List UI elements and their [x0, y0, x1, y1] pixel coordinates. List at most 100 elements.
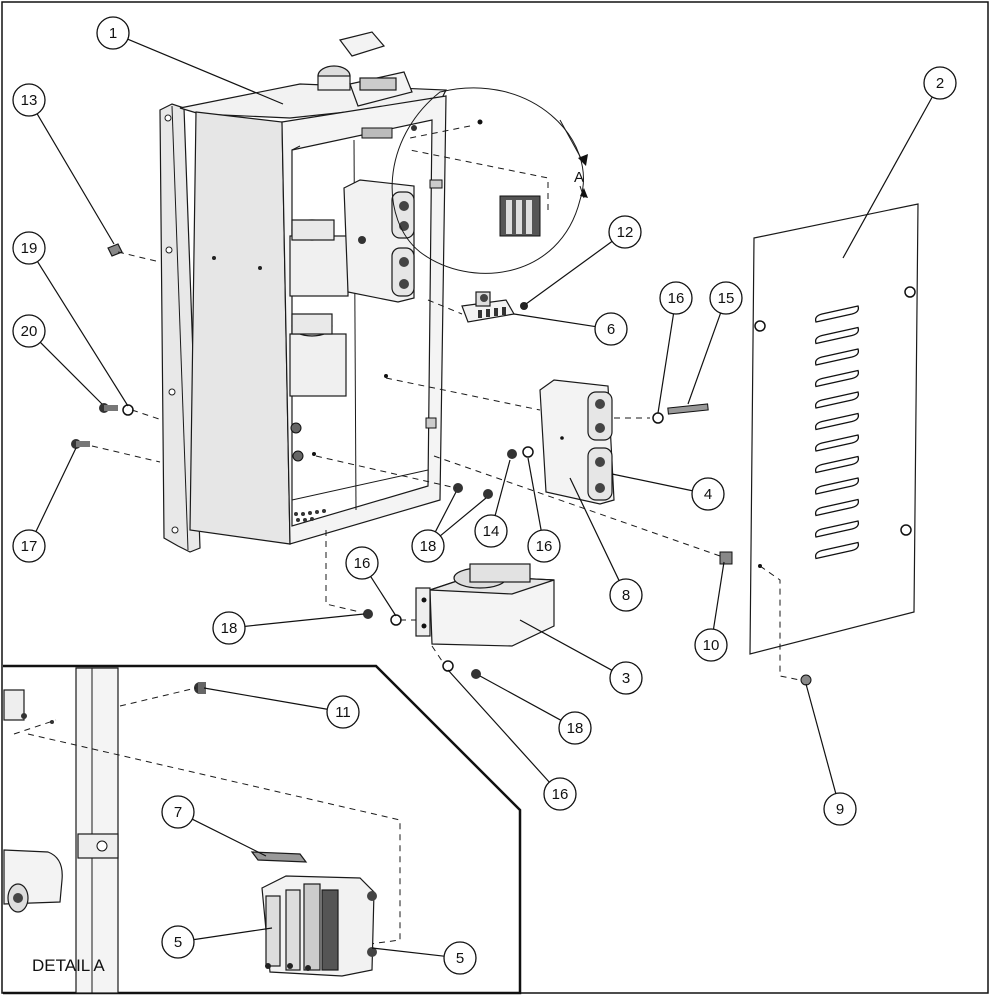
- callout-c2: 2: [923, 66, 957, 100]
- detail-a-border: [3, 664, 522, 995]
- callout-c10: 10: [694, 628, 728, 662]
- callout-c20: 20: [12, 314, 46, 348]
- callout-leader-c11: [203, 687, 328, 710]
- callout-leader-c16b: [527, 457, 542, 531]
- callout-leader-c16c: [370, 576, 397, 617]
- callout-number: 19: [21, 240, 38, 257]
- callout-number: 20: [21, 323, 38, 340]
- callout-c18b: 18: [212, 611, 246, 645]
- callout-circle: [558, 711, 592, 745]
- callout-leaders: [35, 38, 933, 957]
- callout-leader-c18a-b: [439, 497, 487, 537]
- upper-transformer: [289, 219, 349, 297]
- callout-circle: [694, 628, 728, 662]
- detail-a-view-circle: A: [391, 87, 588, 274]
- callout-number: 12: [617, 224, 634, 241]
- terminal-block: [461, 291, 515, 323]
- callout-number: 5: [174, 934, 182, 951]
- louver-slot: [814, 348, 860, 366]
- callout-number: 13: [21, 92, 38, 109]
- callout-number: 10: [703, 637, 720, 654]
- callout-c16a: 16: [659, 281, 693, 315]
- callout-c17: 17: [12, 529, 46, 563]
- callout-circle: [709, 281, 743, 315]
- callout-number: 15: [718, 290, 735, 307]
- callout-circle: [212, 611, 246, 645]
- louver-slot: [814, 305, 860, 323]
- callout-c16c: 16: [345, 546, 379, 580]
- callout-circle: [691, 477, 725, 511]
- mounted-breaker-block: [343, 179, 415, 303]
- callout-circle: [823, 792, 857, 826]
- louver-slot: [814, 369, 860, 388]
- callout-circle: [411, 529, 445, 563]
- callout-circle: [12, 314, 46, 348]
- callout-c7: 7: [161, 795, 195, 829]
- callout-c4: 4: [691, 477, 725, 511]
- callout-c5b: 5: [443, 941, 477, 975]
- detail-breaker-block: [261, 875, 377, 977]
- louver-slot: [814, 326, 860, 345]
- callout-leader-c8: [569, 477, 620, 581]
- callout-circle: [12, 83, 46, 117]
- callout-leader-c15: [687, 312, 722, 405]
- louver-slot: [814, 498, 860, 517]
- callout-number: 16: [536, 538, 553, 555]
- callout-number: 16: [552, 786, 569, 803]
- callout-number: 18: [567, 720, 584, 737]
- louver-slot: [814, 477, 860, 495]
- callout-leader-c2: [842, 96, 933, 259]
- callout-number: 6: [607, 321, 615, 338]
- enclosure-assembly: [159, 31, 447, 553]
- callout-leader-c5a: [193, 927, 273, 941]
- callout-c16b: 16: [527, 529, 561, 563]
- callout-circle: [474, 514, 508, 548]
- louver-slot: [814, 455, 860, 474]
- callout-c18c: 18: [558, 711, 592, 745]
- callout-number: 7: [174, 804, 182, 821]
- callout-leader-c19: [36, 261, 129, 407]
- louver-slot: [814, 391, 860, 409]
- callout-circle: [543, 777, 577, 811]
- callout-circle: [527, 529, 561, 563]
- callout-number: 9: [836, 801, 844, 818]
- callout-c6: 6: [594, 312, 628, 346]
- callout-c5a: 5: [161, 925, 195, 959]
- callout-c13: 13: [12, 83, 46, 117]
- callout-number: 1: [109, 25, 117, 42]
- louver-slot: [814, 434, 860, 452]
- callout-circle: [443, 941, 477, 975]
- callout-number: 16: [354, 555, 371, 572]
- callout-c11: 11: [326, 695, 360, 729]
- callout-number: 8: [622, 587, 630, 604]
- callout-c1: 1: [96, 16, 130, 50]
- callout-circle: [923, 66, 957, 100]
- callout-circle: [96, 16, 130, 50]
- callout-number: 17: [21, 538, 38, 555]
- callout-circle: [326, 695, 360, 729]
- callout-leader-c9: [805, 683, 837, 794]
- cover-panel: [749, 203, 919, 655]
- callout-c8: 8: [609, 578, 643, 612]
- callout-number: 16: [668, 290, 685, 307]
- vent-holes: [294, 509, 326, 522]
- view-marker-a: A: [574, 169, 584, 186]
- callout-number: 11: [335, 704, 351, 721]
- callout-c18a: 18: [411, 529, 445, 563]
- lower-transformer: [289, 313, 347, 397]
- callout-circle: [659, 281, 693, 315]
- cover-louvers: [814, 305, 860, 560]
- callout-number: 14: [483, 523, 500, 540]
- callout-leader-c18a: [434, 491, 457, 533]
- callout-leader-c5b: [371, 947, 445, 957]
- callout-leader-c7: [192, 818, 267, 857]
- callout-c19: 19: [12, 231, 46, 265]
- callout-circle: [161, 795, 195, 829]
- callout-circle: [609, 661, 643, 695]
- breaker-assembly: [539, 379, 615, 505]
- callout-circle: [345, 546, 379, 580]
- louvered-cover: [749, 203, 919, 655]
